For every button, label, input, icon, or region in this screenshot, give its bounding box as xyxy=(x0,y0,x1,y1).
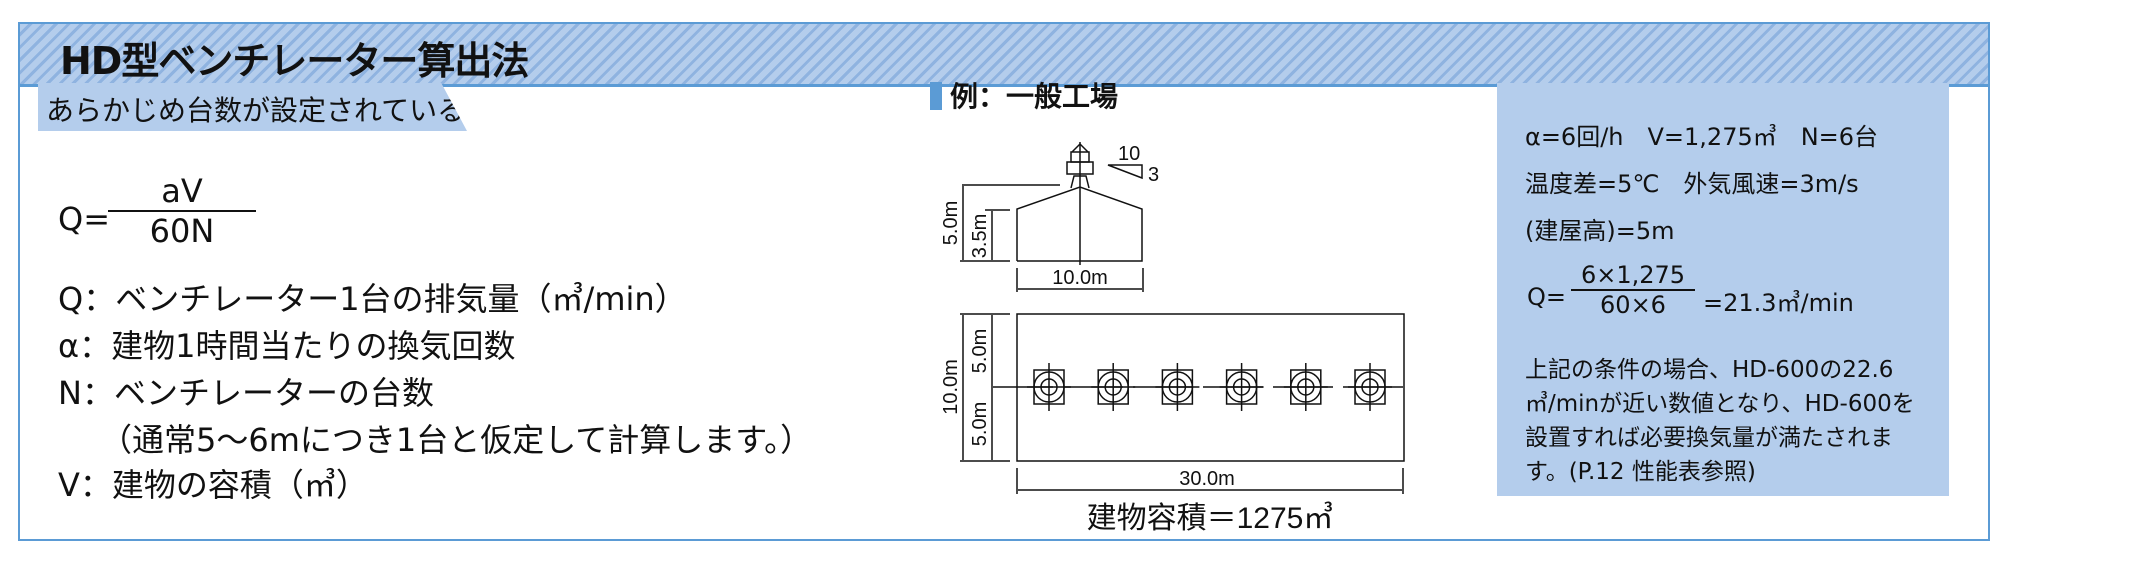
section-frame: HD型ベンチレーター算出法 xyxy=(18,22,1990,541)
ventilator-units xyxy=(1027,363,1392,411)
definition-q: Q：ベンチレーター1台の排気量（㎥/min） xyxy=(58,280,687,318)
example-heading: 例：一般工場 xyxy=(930,75,1118,115)
definition-v: V：建物の容積（㎥） xyxy=(58,466,368,504)
example-heading-text: 例：一般工場 xyxy=(950,80,1119,113)
calc-lhs: Q= xyxy=(1527,283,1566,311)
conditions-line-1: α=6回/h V=1,275㎥ N=6台 xyxy=(1525,123,1879,151)
dim-total-height: 5.0m xyxy=(940,201,962,245)
dim-half-bottom: 5.0m xyxy=(969,402,991,446)
page-title: HD型ベンチレーター算出法 xyxy=(60,39,529,83)
dim-width: 10.0m xyxy=(1052,267,1108,289)
subheading-banner: あらかじめ台数が設定されている場合 xyxy=(38,83,467,131)
formula-lhs: Q= xyxy=(58,200,110,238)
dim-wall-height: 3.5m xyxy=(969,214,991,258)
ventilator-unit xyxy=(1283,363,1328,411)
dim-half-top: 5.0m xyxy=(969,329,991,373)
conditions-line-2: 温度差=5℃ 外気風速=3m/s xyxy=(1525,170,1859,198)
calc-note: 上記の条件の場合、HD-600の22.6㎥/minが近い数値となり、HD-600… xyxy=(1525,357,1915,485)
heading-marker xyxy=(930,82,942,110)
calc-denominator: 60×6 xyxy=(1600,291,1666,319)
subheading: あらかじめ台数が設定されている場合 xyxy=(46,94,466,167)
definition-n-note: （通常5～6mにつき1台と仮定して計算します。） xyxy=(100,421,813,459)
ventilator-unit xyxy=(1219,363,1264,411)
dim-length: 30.0m xyxy=(1179,468,1235,490)
ventilator-unit xyxy=(1348,363,1392,411)
calc-fraction-bar xyxy=(1571,289,1695,291)
calc-numerator: 6×1,275 xyxy=(1580,261,1686,289)
formula-numerator: aV xyxy=(161,172,203,210)
section-header: HD型ベンチレーター算出法 xyxy=(20,24,1988,87)
ventilator-unit xyxy=(1155,363,1200,411)
definition-alpha: α：建物1時間当たりの換気回数 xyxy=(58,327,516,365)
ventilator-unit xyxy=(1027,363,1071,411)
plan-view xyxy=(960,313,1410,494)
formula-denominator: 60N xyxy=(149,212,215,250)
calculation-panel: α=6回/h V=1,275㎥ N=6台 温度差=5℃ 外気風速=3m/s (建… xyxy=(1497,83,1949,496)
calc-fraction: 6×1,275 60×6 xyxy=(1571,261,1695,319)
conditions-line-3: (建屋高)=5m xyxy=(1525,217,1675,245)
calc-result: =21.3㎥/min xyxy=(1703,289,1854,317)
slope-rise-label: 3 xyxy=(1148,164,1159,186)
fraction-bar xyxy=(108,210,256,212)
building-volume: 建物容積＝1275㎥ xyxy=(1087,502,1334,535)
formula-fraction: aV 60N xyxy=(108,172,256,250)
definition-n: N：ベンチレーターの台数 xyxy=(58,374,434,412)
dim-depth: 10.0m xyxy=(940,359,962,415)
side-elevation xyxy=(960,142,1144,292)
ventilator-unit xyxy=(1091,363,1136,411)
slope-run-label: 10 xyxy=(1118,143,1140,165)
